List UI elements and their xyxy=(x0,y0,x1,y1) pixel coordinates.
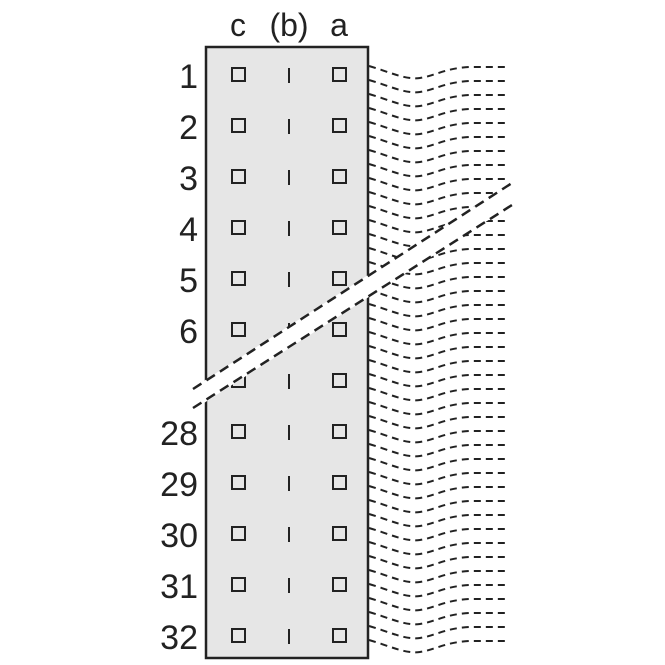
wire xyxy=(368,345,506,360)
pin-a-square xyxy=(332,424,347,439)
pin-row: 30 xyxy=(160,517,347,555)
wire xyxy=(368,415,506,430)
pin-row: 29 xyxy=(160,466,347,504)
wire xyxy=(368,163,506,178)
wire xyxy=(368,485,506,500)
wire xyxy=(368,191,506,206)
row-number: 32 xyxy=(160,619,198,657)
wire xyxy=(368,331,506,346)
wire xyxy=(368,569,506,584)
pin-c-square xyxy=(231,67,246,82)
pin-row: 3 xyxy=(179,160,347,198)
row-number: 2 xyxy=(179,109,198,147)
wire xyxy=(368,457,506,472)
wire xyxy=(368,527,506,542)
wire xyxy=(368,79,506,94)
pin-c-square xyxy=(231,577,246,592)
pin-row: 4 xyxy=(179,211,347,249)
pin-rows: 1 2 3 4 5 6 28 29 30 31 32 xyxy=(160,58,347,657)
wire xyxy=(368,611,506,626)
wire-bundle xyxy=(368,65,506,654)
pin-a-square xyxy=(332,118,347,133)
pin-a-square xyxy=(332,220,347,235)
pin-row: 32 xyxy=(160,619,347,657)
column-label-c: c xyxy=(230,7,246,43)
pin-a-square xyxy=(332,577,347,592)
wire xyxy=(368,401,506,416)
pin-a-square xyxy=(332,67,347,82)
wire xyxy=(368,555,506,570)
pin-a-square xyxy=(332,628,347,643)
wire xyxy=(368,149,506,164)
pin-c-square xyxy=(231,424,246,439)
wire xyxy=(368,121,506,136)
wire xyxy=(368,387,506,402)
wire xyxy=(368,177,506,192)
pin-row: 1 xyxy=(179,58,347,96)
wire xyxy=(368,499,506,514)
column-label-b: (b) xyxy=(269,7,308,43)
connector-body xyxy=(204,45,370,660)
wire xyxy=(368,429,506,444)
wire xyxy=(368,625,506,640)
row-number: 3 xyxy=(179,160,198,198)
row-number: 29 xyxy=(160,466,198,504)
pin-c-square xyxy=(231,271,246,286)
pin-a-square xyxy=(332,322,347,337)
pin-a-square xyxy=(332,475,347,490)
wire xyxy=(368,107,506,122)
wire xyxy=(368,93,506,108)
pin-c-square xyxy=(231,526,246,541)
wire xyxy=(368,289,506,304)
pin-c-square xyxy=(231,628,246,643)
pin-a-square xyxy=(332,271,347,286)
wire xyxy=(368,205,506,220)
pin-c-square xyxy=(231,220,246,235)
wire xyxy=(368,135,506,150)
row-number: 31 xyxy=(160,568,198,606)
wire xyxy=(368,65,506,80)
column-label-a: a xyxy=(330,7,348,43)
wire xyxy=(368,597,506,612)
pin-row: 31 xyxy=(160,568,347,606)
pin-row: 5 xyxy=(179,262,347,300)
pin-row: 28 xyxy=(160,415,347,453)
row-number: 1 xyxy=(179,58,198,96)
wire xyxy=(368,513,506,528)
pin-row: 2 xyxy=(179,109,347,147)
row-number: 4 xyxy=(179,211,198,249)
pin-c-square xyxy=(231,322,246,337)
wire xyxy=(368,471,506,486)
pin-c-square xyxy=(231,475,246,490)
wire xyxy=(368,443,506,458)
wire xyxy=(368,373,506,388)
pin-c-square xyxy=(231,169,246,184)
pin-a-square xyxy=(332,526,347,541)
wire xyxy=(368,303,506,318)
break-band xyxy=(190,180,515,412)
pin-a-square xyxy=(332,373,347,388)
wire xyxy=(368,639,506,654)
row-number: 28 xyxy=(160,415,198,453)
row-number: 5 xyxy=(179,262,198,300)
wire xyxy=(368,541,506,556)
wire xyxy=(368,317,506,332)
pin-c-square xyxy=(231,118,246,133)
wire xyxy=(368,583,506,598)
pin-a-square xyxy=(332,169,347,184)
wire xyxy=(368,359,506,374)
wire xyxy=(368,219,506,234)
row-number: 30 xyxy=(160,517,198,555)
row-number: 6 xyxy=(179,313,198,351)
